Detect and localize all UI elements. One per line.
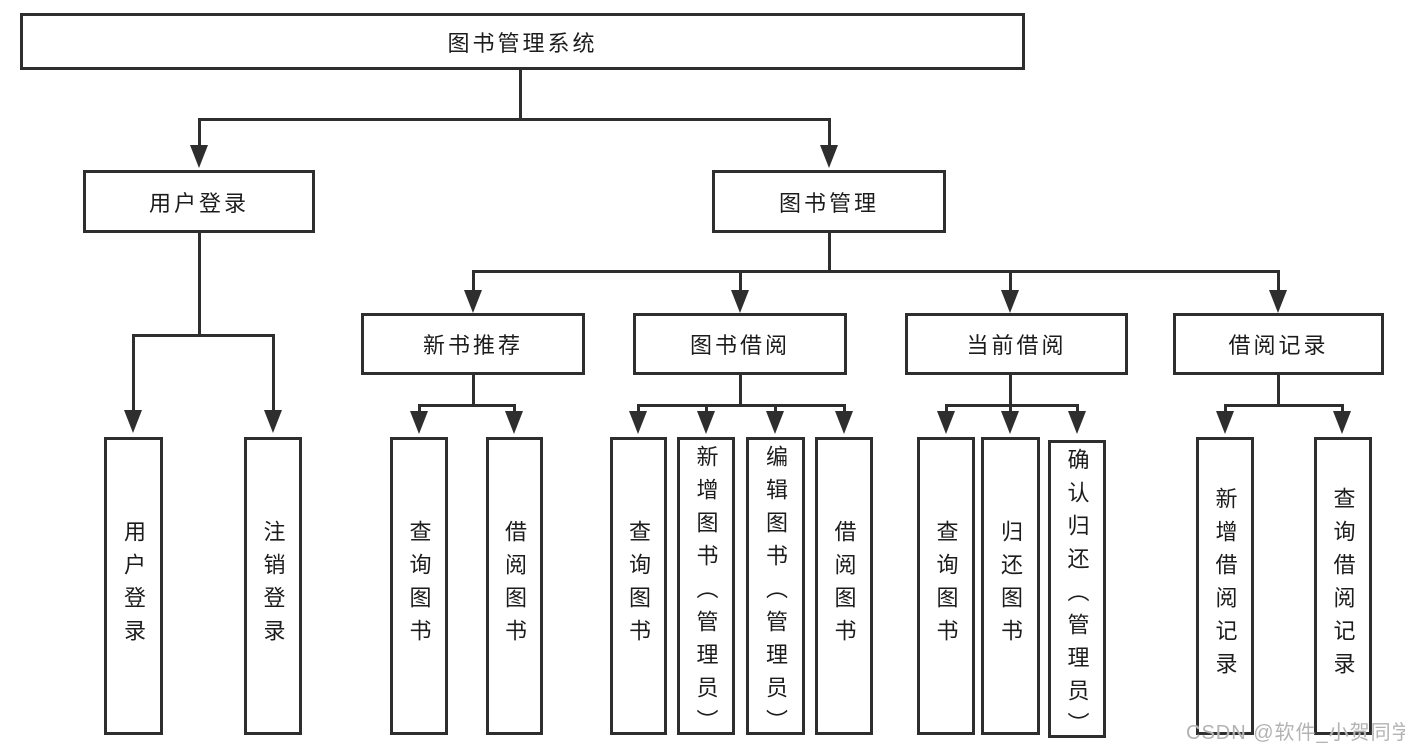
arrow-to-leaf-user-login (124, 410, 142, 433)
connector-current-borrow-bus (945, 404, 1079, 407)
connector-borrow-records-bus (1224, 404, 1344, 407)
arrow-to-borrow-book-2 (835, 411, 853, 434)
arrow-to-query-record (1333, 411, 1351, 434)
arrow-to-book-borrow (731, 290, 749, 313)
leaf-borrow-book-2-label: 借阅图书 (831, 520, 857, 652)
connector-drop-leaf-logout (272, 334, 275, 412)
leaf-return-book: 归还图书 (981, 437, 1040, 735)
leaf-confirm-return-admin: 确认归还（管理员） (1048, 440, 1106, 738)
node-current-borrow: 当前借阅 (905, 313, 1128, 375)
connector-user-login-bus (132, 334, 275, 337)
leaf-query-book-3-label: 查询图书 (933, 520, 959, 652)
leaf-user-login-label: 用户登录 (121, 520, 147, 652)
node-new-book-recommend-label: 新书推荐 (422, 333, 523, 358)
leaf-query-book-1-label: 查询图书 (406, 520, 432, 652)
leaf-add-borrow-record: 新增借阅记录 (1196, 437, 1254, 735)
connector-drop-add-book (705, 404, 708, 413)
leaf-query-borrow-record: 查询借阅记录 (1314, 437, 1372, 735)
connector-drop-query-record (1341, 404, 1344, 413)
connector-new-book-bus (418, 404, 516, 407)
connector-drop-current-borrow (1009, 270, 1012, 293)
leaf-borrow-book-2: 借阅图书 (815, 437, 873, 735)
leaf-query-book-1: 查询图书 (390, 437, 448, 735)
leaf-logout: 注销登录 (244, 437, 302, 735)
connector-drop-book-management (828, 118, 831, 148)
node-book-borrow: 图书借阅 (633, 313, 847, 375)
connector-root-stem (519, 70, 522, 120)
arrow-to-query-book-3 (937, 411, 955, 434)
connector-drop-query-book-1 (418, 404, 421, 413)
connector-user-login-stem (198, 233, 201, 337)
leaf-edit-book-admin-label: 编辑图书（管理员） (763, 445, 789, 735)
leaf-edit-book-admin: 编辑图书（管理员） (746, 437, 805, 735)
connector-drop-borrow-book-2 (843, 404, 846, 413)
leaf-query-book-2-label: 查询图书 (626, 520, 652, 652)
leaf-return-book-label: 归还图书 (998, 520, 1024, 652)
arrow-to-leaf-logout (264, 410, 282, 433)
leaf-add-book-admin: 新增图书（管理员） (677, 437, 735, 735)
leaf-logout-label: 注销登录 (260, 520, 286, 652)
arrow-to-return-book (1001, 411, 1019, 434)
connector-book-borrow-bus (637, 404, 846, 407)
arrow-to-borrow-records (1269, 290, 1287, 313)
connector-root-bus (198, 118, 831, 121)
connector-current-borrow-stem (1009, 375, 1012, 406)
arrow-to-user-login (190, 145, 208, 168)
leaf-confirm-return-admin-label: 确认归还（管理员） (1064, 448, 1090, 738)
node-book-management-system: 图书管理系统 (20, 13, 1025, 70)
leaf-query-book-3: 查询图书 (917, 437, 975, 735)
connector-drop-edit-book (774, 404, 777, 413)
leaf-add-borrow-record-label: 新增借阅记录 (1212, 487, 1238, 685)
node-borrow-records-label: 借阅记录 (1228, 333, 1329, 358)
node-user-login-label: 用户登录 (148, 190, 249, 216)
connector-drop-borrow-book-1 (513, 404, 516, 413)
connector-drop-new-book (472, 270, 475, 293)
arrow-to-query-book-2 (629, 411, 647, 434)
connector-drop-confirm-return (1076, 404, 1079, 413)
connector-drop-query-book-2 (637, 404, 640, 413)
node-book-management-label: 图书管理 (778, 190, 879, 216)
node-borrow-records: 借阅记录 (1173, 313, 1384, 375)
leaf-user-login: 用户登录 (104, 437, 163, 735)
connector-new-book-stem (472, 375, 475, 406)
connector-drop-query-book-3 (945, 404, 948, 413)
connector-drop-user-login (198, 118, 201, 148)
arrow-to-confirm-return (1068, 411, 1086, 434)
leaf-add-book-admin-label: 新增图书（管理员） (693, 445, 719, 735)
connector-drop-book-borrow (739, 270, 742, 293)
connector-drop-add-record (1224, 404, 1227, 413)
leaf-borrow-book-1-label: 借阅图书 (502, 520, 528, 652)
connector-drop-leaf-user-login (132, 334, 135, 412)
node-user-login: 用户登录 (83, 170, 315, 233)
connector-book-management-bus (472, 270, 1280, 273)
arrow-to-edit-book (766, 411, 784, 434)
connector-book-management-stem (828, 233, 831, 272)
leaf-query-book-2: 查询图书 (610, 437, 667, 735)
arrow-to-add-record (1216, 411, 1234, 434)
arrow-to-borrow-book-1 (505, 411, 523, 434)
node-book-management-system-label: 图书管理系统 (447, 30, 598, 56)
node-book-management: 图书管理 (712, 170, 946, 233)
connector-drop-return-book (1009, 404, 1012, 413)
connector-book-borrow-stem (739, 375, 742, 406)
arrow-to-current-borrow (1001, 290, 1019, 313)
node-current-borrow-label: 当前借阅 (966, 333, 1067, 358)
connector-drop-borrow-records (1277, 270, 1280, 293)
arrow-to-new-book (464, 290, 482, 313)
connector-borrow-records-stem (1277, 375, 1280, 406)
arrow-to-query-book-1 (410, 411, 428, 434)
node-new-book-recommend: 新书推荐 (361, 313, 585, 375)
arrow-to-add-book (697, 411, 715, 434)
csdn-watermark: CSDN @软件_小贺同学 (1186, 722, 1405, 744)
leaf-borrow-book-1: 借阅图书 (486, 437, 543, 735)
node-book-borrow-label: 图书借阅 (689, 333, 790, 358)
arrow-to-book-management (820, 145, 838, 168)
leaf-query-borrow-record-label: 查询借阅记录 (1330, 487, 1356, 685)
